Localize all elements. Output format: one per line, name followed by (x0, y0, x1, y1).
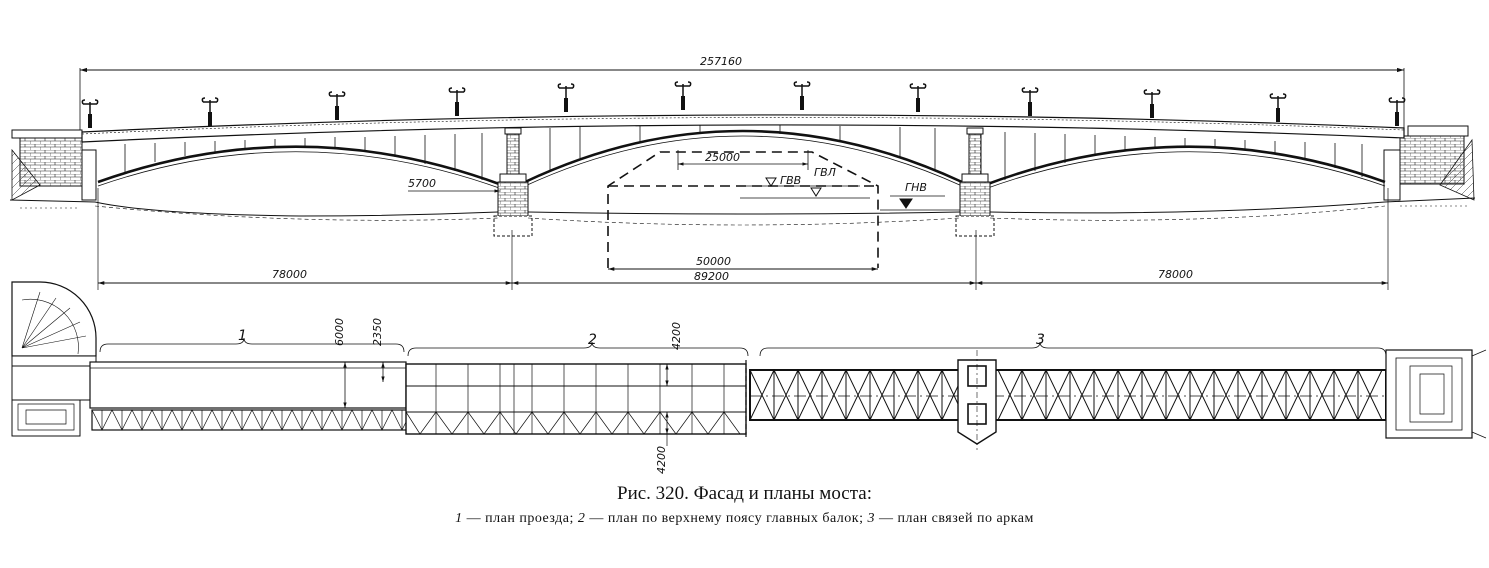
section-markers: 1 2 3 (99, 328, 1387, 357)
section-label-1: 1 (238, 328, 247, 344)
upper-clearance-label: 25000 (705, 151, 740, 164)
pier-offset-label: 5700 (408, 177, 436, 190)
sidewalk-width-label: 2350 (371, 318, 384, 346)
left-abutment (11, 129, 97, 201)
legend-item-1: 1 — план проезда; (455, 511, 574, 526)
right-abutment (1383, 125, 1475, 201)
plan-right-abutment (1385, 349, 1487, 439)
girder-top-width-label: 4200 (670, 322, 683, 350)
lamp-post (448, 87, 466, 116)
lamp-post (1143, 89, 1161, 118)
water-level-low-label: ГНВ (905, 181, 927, 194)
bridge-drawing: 257160 (9, 55, 1487, 474)
lamp-post (909, 83, 927, 112)
water-level-high-label: ГВВ (780, 174, 801, 187)
deck-width-label: 6000 (333, 318, 346, 346)
water-level-ice: ГВЛ (740, 166, 870, 199)
side-span-left-label: 78000 (272, 268, 307, 281)
side-span-right-label: 78000 (1158, 268, 1193, 281)
plan-arch-bracing (749, 350, 1387, 450)
water-level-ice-label: ГВЛ (814, 166, 836, 179)
lamp-post (81, 99, 99, 128)
figure-caption-legend: 1 — план проезда; 2 — план по верхнему п… (0, 511, 1489, 527)
arch-left (97, 133, 503, 190)
pier-left (493, 127, 533, 237)
riverbed (9, 197, 1476, 226)
dimension-pier-offset: 5700 (408, 177, 500, 193)
lamp-post (1269, 93, 1287, 122)
girder-bottom-width-label: 4200 (655, 446, 668, 474)
lamp-post (793, 81, 811, 110)
roadway-truss-pattern (91, 409, 409, 431)
bridge-deck (81, 114, 1405, 143)
bridge-facade: 257160 (9, 55, 1476, 290)
navigation-clearance: 25000 (607, 150, 879, 268)
arch-center (524, 125, 963, 187)
section-label-2: 2 (588, 332, 597, 348)
lamp-post (328, 91, 346, 120)
plan-top-chord: 4200 4200 (405, 322, 747, 474)
plan-pier (957, 350, 997, 450)
section-label-3: 3 (1036, 332, 1045, 348)
bridge-plans: 1 2 3 6000 2350 (11, 281, 1487, 474)
arch-right (984, 132, 1386, 190)
total-length-label: 257160 (700, 55, 742, 68)
legend-item-2: 2 — план по верхнему поясу главных балок… (577, 511, 864, 526)
plan-roadway: 6000 2350 (89, 318, 409, 431)
lamp-post (201, 97, 219, 126)
lamp-post (1388, 97, 1406, 126)
bracing-diagonals (749, 368, 1383, 422)
water-level-low: ГНВ (880, 181, 960, 211)
water-level-high: ГВВ (740, 174, 860, 187)
lamp-post (674, 81, 692, 110)
lamp-post (1021, 87, 1039, 116)
lamp-post (557, 83, 575, 112)
plan-left-abutment (11, 281, 97, 437)
central-span-label: 89200 (694, 270, 729, 283)
legend-item-3: 3 — план связей по аркам (867, 511, 1034, 526)
dimension-spans: 78000 50000 89200 78000 (97, 188, 1389, 290)
clearance-width-label: 50000 (696, 255, 731, 268)
pier-right (955, 127, 995, 237)
dimension-total-length: 257160 (79, 55, 1405, 130)
lamp-posts (81, 81, 1406, 128)
figure-caption-title: Рис. 320. Фасад и планы моста: (617, 483, 872, 504)
